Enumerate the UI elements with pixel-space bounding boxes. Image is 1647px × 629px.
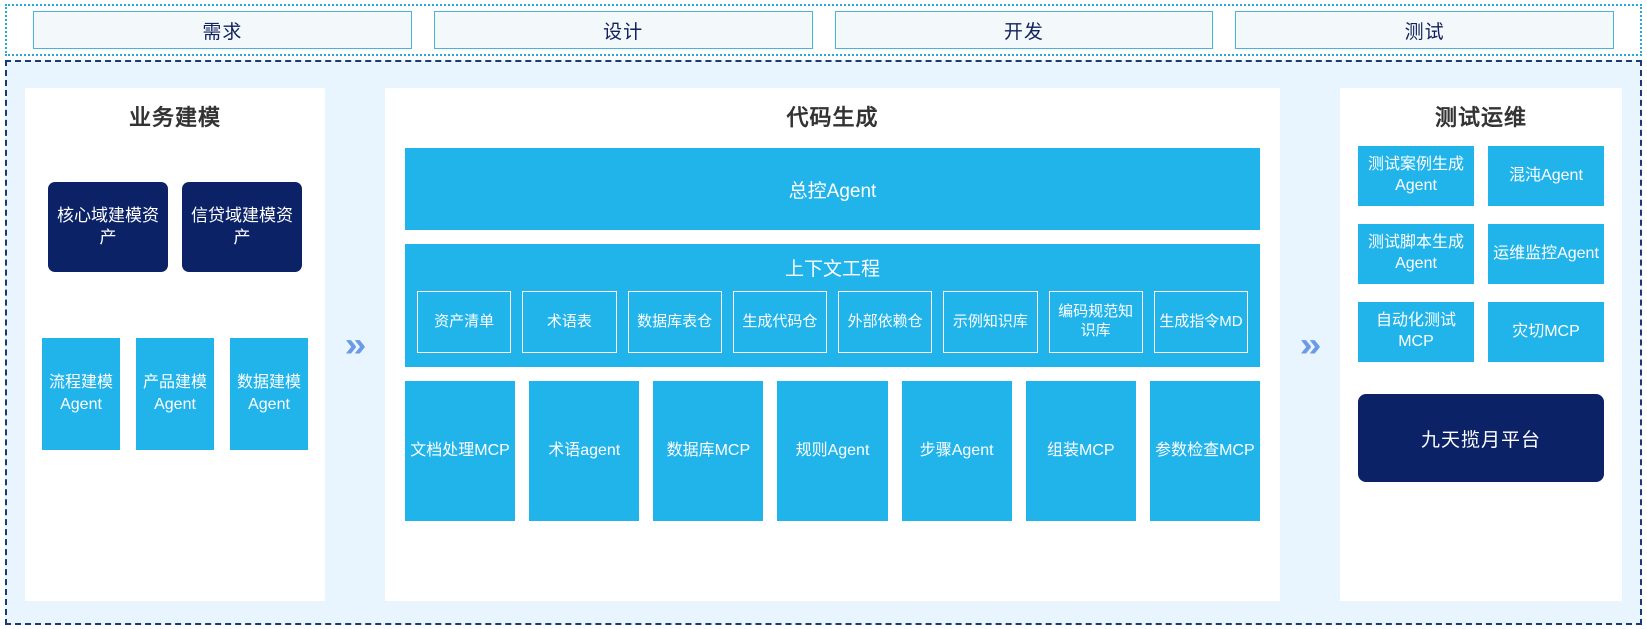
- asset-card-row: 核心域建模资产 信贷域建模资产: [25, 182, 325, 272]
- phase-box-requirements[interactable]: 需求: [33, 11, 412, 49]
- context-chip-external-dependency-repo[interactable]: 外部依赖仓: [838, 291, 933, 353]
- ops-card-disaster-recovery-mcp[interactable]: 灾切MCP: [1488, 302, 1604, 362]
- context-chip-generation-instruction-md[interactable]: 生成指令MD: [1153, 291, 1248, 353]
- phase-label: 需求: [202, 21, 243, 43]
- tool-card-label: 文档处理MCP: [410, 441, 510, 459]
- agent-card-data-modeling[interactable]: 数据建模Agent: [230, 338, 308, 450]
- test-operations-body: 测试案例生成Agent 混沌Agent 测试脚本生成Agent 运维监控Agen…: [1340, 132, 1622, 482]
- tool-card-label: 步骤Agent: [919, 441, 994, 459]
- panel-business-modeling: 业务建模 核心域建模资产 信贷域建模资产 流程建模Agent 产品建模Agent…: [25, 88, 325, 601]
- ops-card-label: 测试脚本生成Agent: [1367, 234, 1464, 272]
- ops-card-test-script-generation-agent[interactable]: 测试脚本生成Agent: [1358, 224, 1474, 284]
- modeling-agent-row: 流程建模Agent 产品建模Agent 数据建模Agent: [25, 338, 325, 450]
- ops-card-label: 自动化测试MCP: [1375, 312, 1456, 350]
- flow-arrow-right: »: [1280, 88, 1340, 601]
- context-chip-label: 生成代码仓: [742, 312, 818, 330]
- phase-box-design[interactable]: 设计: [433, 11, 813, 49]
- agent-card-label: 数据建模Agent: [236, 374, 301, 413]
- main-flow-container: 业务建模 核心域建模资产 信贷域建模资产 流程建模Agent 产品建模Agent…: [5, 60, 1642, 625]
- asset-card-label: 信贷域建模资产: [191, 205, 293, 247]
- ops-card-label: 运维监控Agent: [1493, 244, 1599, 262]
- phase-strip: 需求 设计 开发 测试: [5, 4, 1642, 56]
- ops-card-label: 测试案例生成Agent: [1367, 156, 1464, 194]
- tool-card-label: 数据库MCP: [666, 441, 751, 459]
- context-engineering-block: 上下文工程 资产清单 术语表 数据库表仓 生成代码仓 外部依赖仓 示例知识库 编…: [405, 244, 1260, 367]
- context-chip-coding-standard-knowledge-base[interactable]: 编码规范知识库: [1048, 291, 1143, 353]
- context-chip-row: 资产清单 术语表 数据库表仓 生成代码仓 外部依赖仓 示例知识库 编码规范知识库…: [417, 291, 1248, 353]
- context-chip-asset-list[interactable]: 资产清单: [417, 291, 512, 353]
- flow-arrow-left: »: [325, 88, 385, 601]
- context-chip-label: 资产清单: [434, 312, 495, 330]
- tool-card-label: 规则Agent: [795, 441, 870, 459]
- panel-title-code-generation: 代码生成: [786, 105, 879, 130]
- panel-title-business-modeling: 业务建模: [128, 105, 221, 130]
- ops-card-label: 灾切MCP: [1512, 322, 1580, 340]
- agent-card-label: 流程建模Agent: [48, 374, 113, 413]
- ops-card-operations-monitoring-agent[interactable]: 运维监控Agent: [1488, 224, 1604, 284]
- context-chip-example-knowledge-base[interactable]: 示例知识库: [943, 291, 1038, 353]
- phase-label: 设计: [603, 21, 644, 43]
- context-chip-label: 生成指令MD: [1159, 312, 1243, 330]
- tool-card-assembly-mcp[interactable]: 组装MCP: [1025, 381, 1136, 521]
- platform-card-label: 九天揽月平台: [1420, 429, 1541, 451]
- tool-card-rule-agent[interactable]: 规则Agent: [777, 381, 888, 521]
- tool-card-parameter-check-mcp[interactable]: 参数检查MCP: [1149, 381, 1260, 521]
- tool-card-label: 组装MCP: [1046, 441, 1115, 459]
- context-chip-label: 示例知识库: [952, 312, 1028, 330]
- panel-code-generation: 代码生成 总控Agent 上下文工程 资产清单 术语表 数据库表仓 生成代码仓 …: [385, 88, 1280, 601]
- phase-label: 测试: [1404, 21, 1445, 43]
- agent-card-process-modeling[interactable]: 流程建模Agent: [42, 338, 120, 450]
- platform-card-jiutian-lanyue[interactable]: 九天揽月平台: [1358, 394, 1604, 482]
- tool-card-glossary-agent[interactable]: 术语agent: [529, 381, 640, 521]
- asset-card-credit-domain[interactable]: 信贷域建模资产: [182, 182, 302, 272]
- phase-label: 开发: [1003, 21, 1044, 43]
- panel-test-operations: 测试运维 测试案例生成Agent 混沌Agent 测试脚本生成Agent 运维监…: [1340, 88, 1622, 601]
- tool-card-step-agent[interactable]: 步骤Agent: [901, 381, 1012, 521]
- tool-card-database-mcp[interactable]: 数据库MCP: [653, 381, 764, 521]
- context-chip-db-table-repo[interactable]: 数据库表仓: [627, 291, 722, 353]
- ops-card-test-case-generation-agent[interactable]: 测试案例生成Agent: [1358, 146, 1474, 206]
- double-chevron-right-icon: »: [344, 325, 366, 364]
- panel-title-test-operations: 测试运维: [1434, 105, 1527, 130]
- ops-card-row: 测试脚本生成Agent 运维监控Agent: [1358, 224, 1604, 284]
- tool-card-document-processing-mcp[interactable]: 文档处理MCP: [405, 381, 516, 521]
- asset-card-label: 核心域建模资产: [57, 205, 159, 247]
- context-chip-glossary[interactable]: 术语表: [522, 291, 617, 353]
- context-chip-label: 术语表: [546, 312, 592, 330]
- tool-card-row: 文档处理MCP 术语agent 数据库MCP 规则Agent 步骤Agent 组…: [405, 381, 1260, 521]
- agent-card-product-modeling[interactable]: 产品建模Agent: [136, 338, 214, 450]
- agent-card-label: 产品建模Agent: [142, 374, 207, 413]
- ops-card-row: 自动化测试MCP 灾切MCP: [1358, 302, 1604, 362]
- double-chevron-right-icon: »: [1299, 325, 1321, 364]
- context-chip-generated-code-repo[interactable]: 生成代码仓: [732, 291, 827, 353]
- controller-agent-bar[interactable]: 总控Agent: [405, 148, 1260, 230]
- phase-box-testing[interactable]: 测试: [1235, 11, 1614, 49]
- ops-card-label: 混沌Agent: [1509, 166, 1583, 184]
- code-generation-body: 总控Agent 上下文工程 资产清单 术语表 数据库表仓 生成代码仓 外部依赖仓…: [385, 132, 1280, 539]
- asset-card-core-domain[interactable]: 核心域建模资产: [48, 182, 168, 272]
- context-chip-label: 编码规范知识库: [1058, 303, 1134, 339]
- controller-agent-label: 总控Agent: [788, 180, 877, 202]
- ops-card-row: 测试案例生成Agent 混沌Agent: [1358, 146, 1604, 206]
- context-engineering-title: 上下文工程: [784, 259, 880, 280]
- context-chip-label: 数据库表仓: [637, 312, 713, 330]
- context-chip-label: 外部依赖仓: [847, 312, 923, 330]
- tool-card-label: 参数检查MCP: [1155, 441, 1255, 459]
- ops-card-chaos-agent[interactable]: 混沌Agent: [1488, 146, 1604, 206]
- phase-box-development[interactable]: 开发: [834, 11, 1214, 49]
- tool-card-label: 术语agent: [548, 441, 621, 459]
- ops-card-automated-test-mcp[interactable]: 自动化测试MCP: [1358, 302, 1474, 362]
